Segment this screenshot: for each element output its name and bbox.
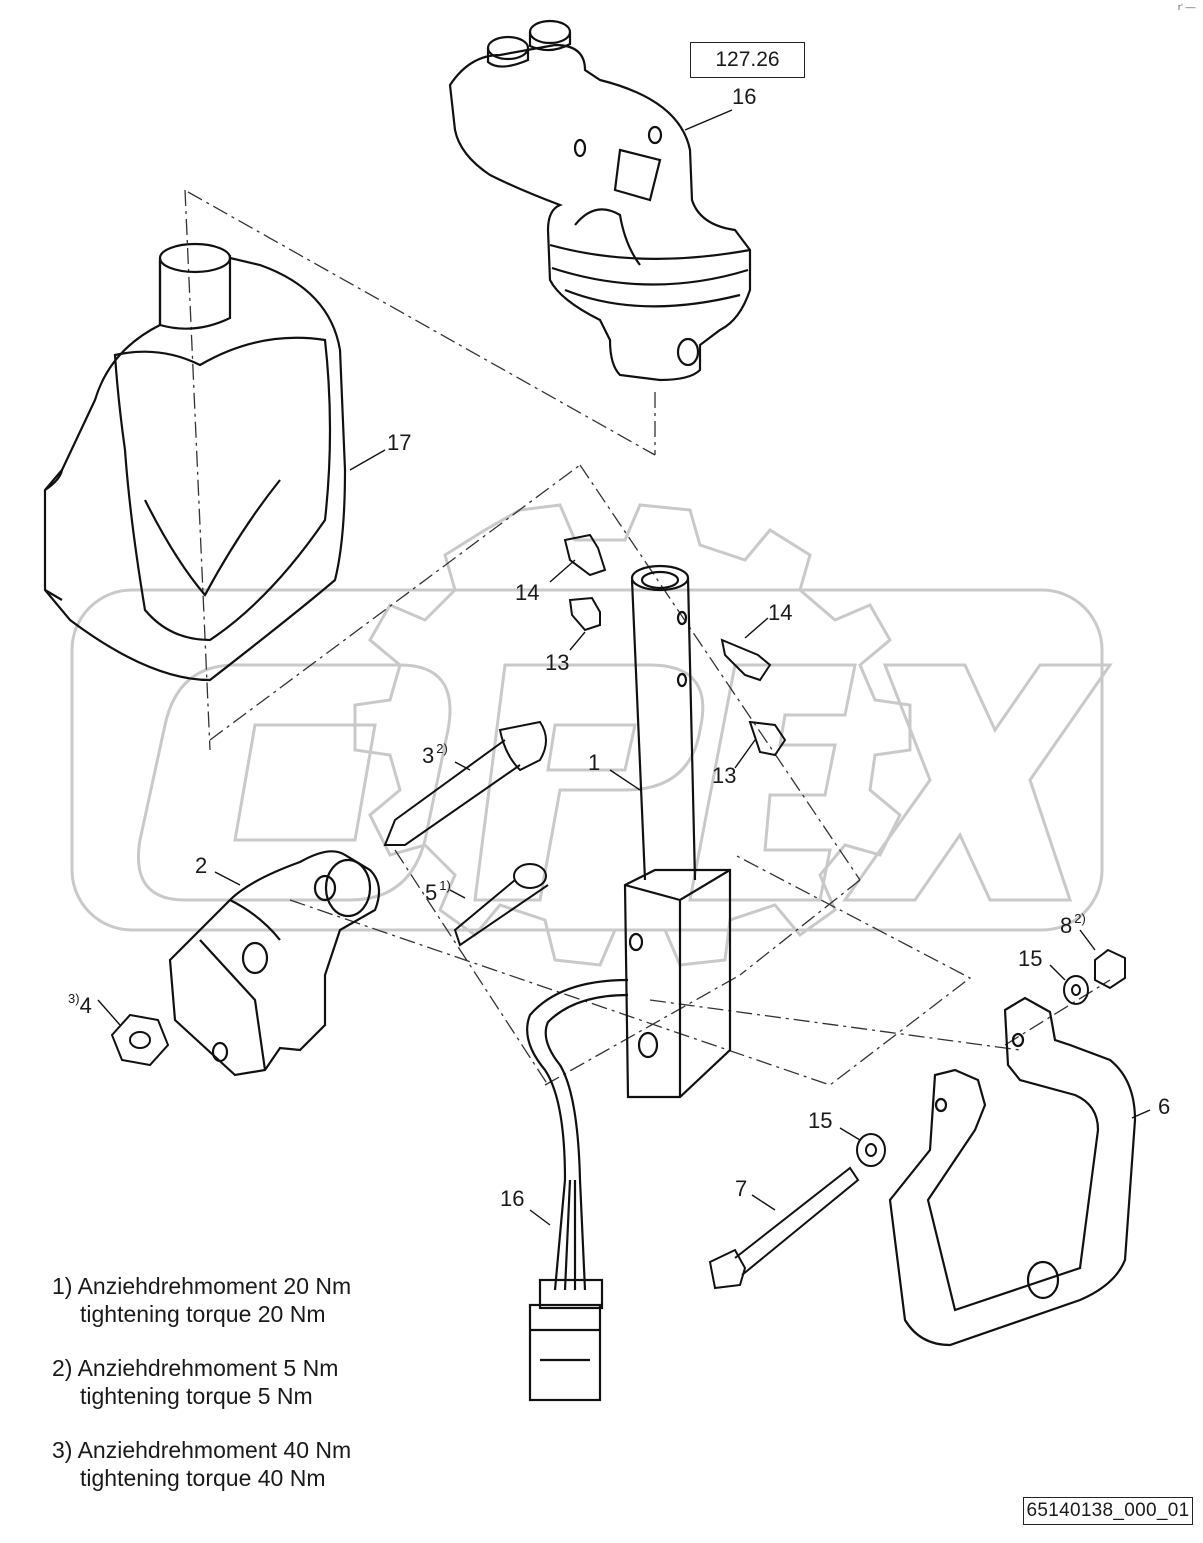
callout-14-right: 14 xyxy=(768,600,793,625)
note-en: tightening torque 5 Nm xyxy=(80,1383,313,1409)
cable-connector-part-16 xyxy=(526,978,629,1402)
callout-14-left: 14 xyxy=(515,580,540,605)
callout-15-bottom: 15 xyxy=(808,1108,833,1133)
note-marker: 3) xyxy=(52,1437,73,1463)
joystick-grip-part-16 xyxy=(448,19,752,382)
callout-4: 3)4 xyxy=(66,988,92,1017)
torque-note-1: 1) Anziehdrehmoment 20 Nm tightening tor… xyxy=(52,1272,472,1328)
note-en: tightening torque 40 Nm xyxy=(80,1465,326,1491)
callout-6: 6 xyxy=(1158,1094,1171,1119)
callout-13-right: 13 xyxy=(712,763,737,788)
note-en: tightening torque 20 Nm xyxy=(80,1301,326,1327)
torque-note-2: 2) Anziehdrehmoment 5 Nm tightening torq… xyxy=(52,1354,472,1410)
lever-shaft-part-1 xyxy=(623,564,732,1099)
corner-mark: r‘ –– xyxy=(1178,2,1196,12)
callout-7: 7 xyxy=(735,1176,748,1201)
bracket-part-6 xyxy=(888,996,1137,1347)
clamp-part-2 xyxy=(168,850,381,1077)
callout-5-number: 5 xyxy=(425,880,438,905)
callout-8-number: 8 xyxy=(1060,913,1073,938)
callout-4-number: 4 xyxy=(79,993,92,1018)
callout-4-note: 3) xyxy=(68,991,80,1006)
callout-16-bottom: 16 xyxy=(500,1186,525,1211)
callout-3-note: 2) xyxy=(436,741,448,756)
leader-lines xyxy=(97,109,1151,1226)
reference-box: 127.26 xyxy=(690,42,805,78)
callout-15-top: 15 xyxy=(1018,946,1043,971)
cover-boot-part-17 xyxy=(43,242,347,682)
callout-1: 1 xyxy=(588,750,601,775)
fasteners xyxy=(110,533,1126,1290)
callout-16-top: 16 xyxy=(732,84,757,109)
callout-13-left: 13 xyxy=(545,650,570,675)
callout-2: 2 xyxy=(195,853,208,878)
note-marker: 1) xyxy=(52,1273,73,1299)
callout-8-note: 2) xyxy=(1074,911,1086,926)
callout-17: 17 xyxy=(387,430,412,455)
torque-note-3: 3) Anziehdrehmoment 40 Nm tightening tor… xyxy=(52,1436,472,1492)
callout-3-number: 3 xyxy=(422,743,435,768)
note-de: Anziehdrehmoment 40 Nm xyxy=(77,1437,352,1463)
drawing-id: 65140138_000_01 xyxy=(1023,1497,1193,1525)
note-de: Anziehdrehmoment 5 Nm xyxy=(77,1355,339,1381)
torque-notes: 1) Anziehdrehmoment 20 Nm tightening tor… xyxy=(52,1272,472,1518)
note-marker: 2) xyxy=(52,1355,73,1381)
note-de: Anziehdrehmoment 20 Nm xyxy=(77,1273,352,1299)
assembly-lines xyxy=(184,189,1111,1086)
callout-5-note: 1) xyxy=(439,878,451,893)
